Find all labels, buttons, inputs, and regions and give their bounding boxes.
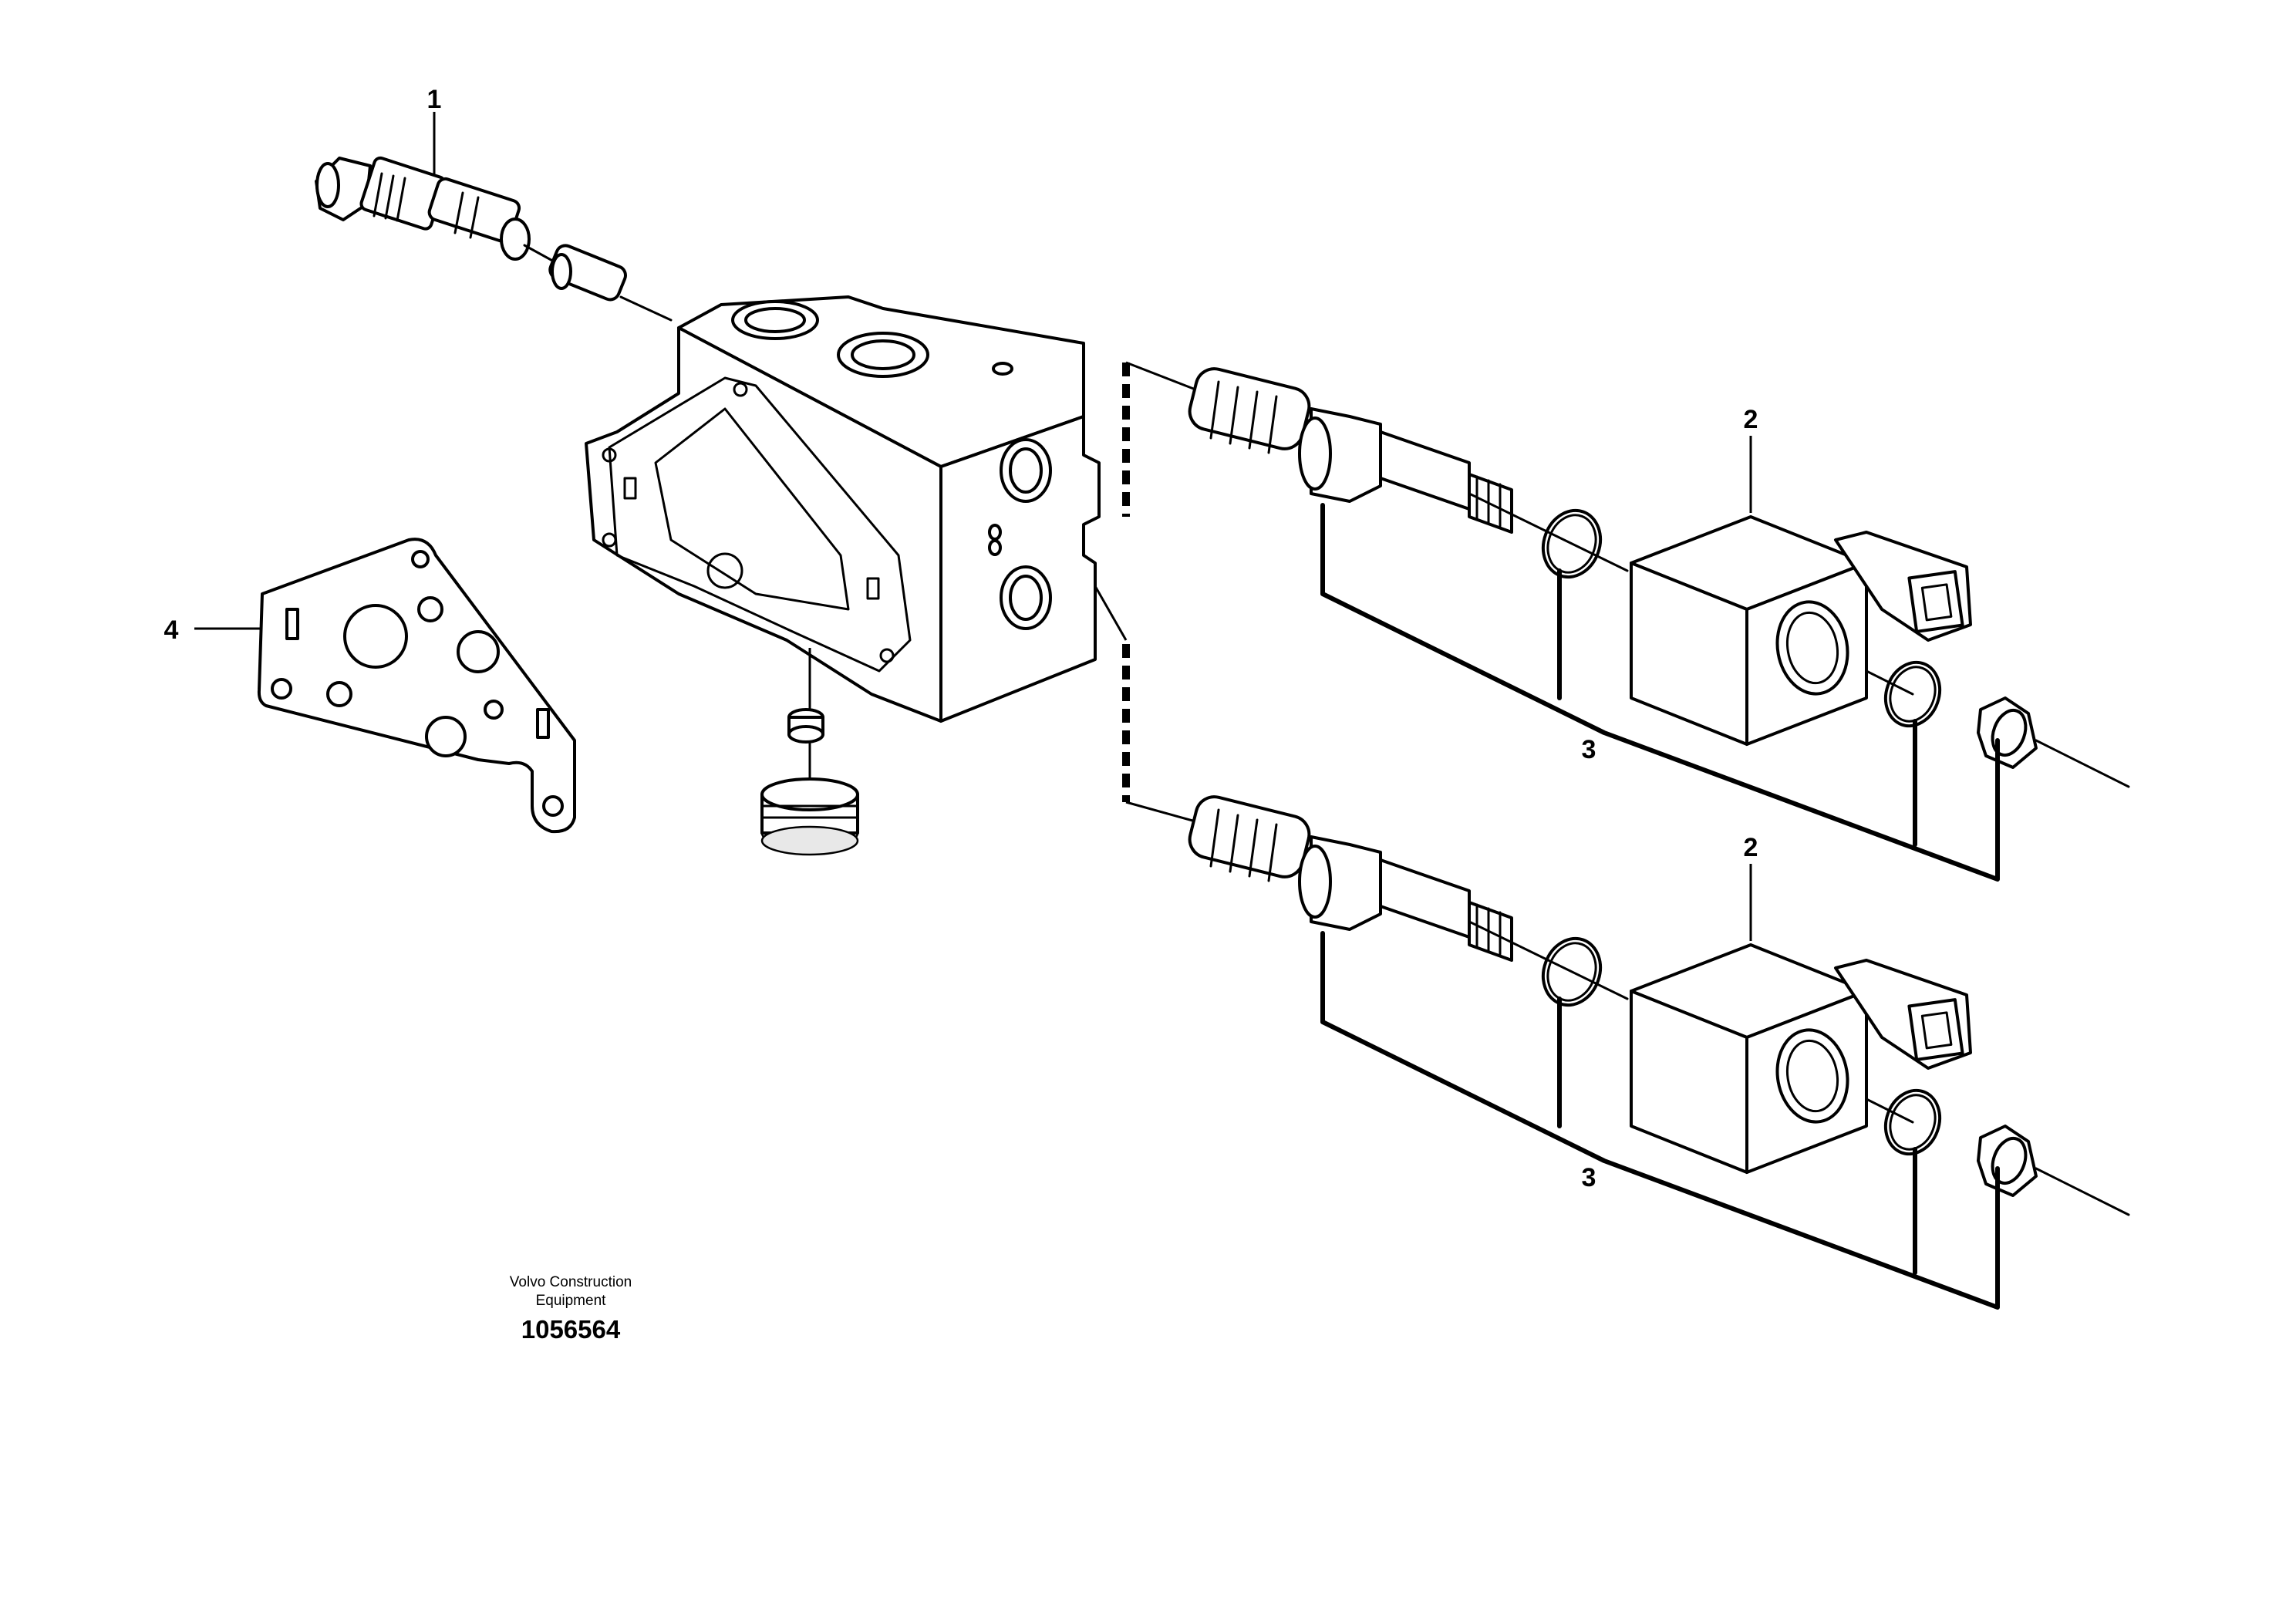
callout-3-upper: 3 bbox=[1582, 735, 1596, 764]
brand-line-2: Equipment bbox=[536, 1293, 607, 1309]
plug-and-seal bbox=[760, 648, 859, 856]
lower-solenoid-group bbox=[1188, 795, 2130, 1310]
valve-section-body bbox=[585, 295, 1101, 723]
callout-1: 1 bbox=[427, 85, 442, 114]
callout-2-lower: 2 bbox=[1744, 833, 1758, 862]
brand-line-1: Volvo Construction bbox=[510, 1274, 632, 1290]
callout-4: 4 bbox=[164, 615, 179, 645]
drawing-number: 1056564 bbox=[521, 1315, 621, 1344]
callout-2-upper: 2 bbox=[1744, 405, 1758, 434]
callout-3-lower: 3 bbox=[1582, 1163, 1596, 1192]
relief-valve-assembly bbox=[315, 112, 673, 322]
upper-solenoid-group bbox=[1188, 367, 2130, 882]
gasket-plate bbox=[257, 538, 576, 834]
